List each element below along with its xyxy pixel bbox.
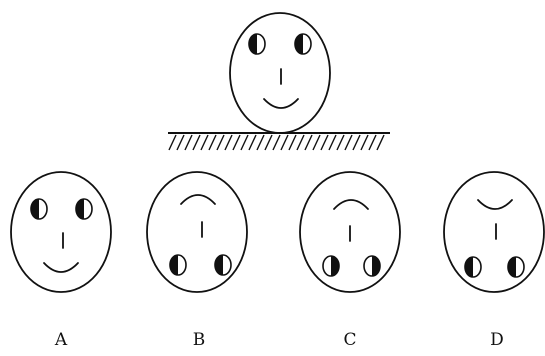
- hatch-mark: [256, 134, 265, 151]
- hatch-mark: [376, 134, 385, 151]
- option-a-outline: [10, 171, 112, 293]
- option-a-left-eye: [30, 198, 48, 220]
- option-c-face[interactable]: [299, 171, 401, 293]
- hatch-mark: [224, 134, 233, 151]
- hatch-mark: [352, 134, 361, 151]
- hatch-mark: [176, 134, 185, 151]
- hatch-mark: [184, 134, 193, 151]
- reference-face-outline: [229, 12, 331, 134]
- reference-mouth: [263, 98, 299, 109]
- ground-hatching: [168, 134, 385, 151]
- option-a-label: A: [54, 330, 68, 350]
- hatch-mark: [208, 134, 217, 151]
- option-d-outline: [443, 171, 545, 293]
- option-b-mouth: [180, 194, 216, 205]
- ground-surface: [168, 132, 390, 151]
- option-a-face[interactable]: [10, 171, 112, 293]
- hatch-mark: [320, 134, 329, 151]
- option-b-right-eye: [214, 254, 232, 276]
- hatch-mark: [280, 134, 289, 151]
- hatch-mark: [288, 134, 297, 151]
- option-d-right-eye: [507, 256, 525, 278]
- hatch-mark: [168, 134, 177, 151]
- hatch-mark: [368, 134, 377, 151]
- hatch-mark: [296, 134, 305, 151]
- reference-face: [229, 12, 331, 134]
- option-d-mouth: [477, 199, 513, 210]
- option-c-label: C: [343, 330, 356, 350]
- hatch-mark: [344, 134, 353, 151]
- hatch-mark: [272, 134, 281, 151]
- hatch-mark: [240, 134, 249, 151]
- hatch-mark: [248, 134, 257, 151]
- hatch-mark: [336, 134, 345, 151]
- option-c-right-eye: [363, 255, 381, 277]
- hatch-mark: [200, 134, 209, 151]
- option-b-label: B: [193, 330, 206, 350]
- hatch-mark: [312, 134, 321, 151]
- hatch-mark: [216, 134, 225, 151]
- option-a-right-eye: [75, 198, 93, 220]
- option-c-mouth: [333, 199, 369, 210]
- hatch-mark: [304, 134, 313, 151]
- hatch-mark: [360, 134, 369, 151]
- hatch-mark: [264, 134, 273, 151]
- option-b-face[interactable]: [146, 171, 248, 293]
- reference-left-eye: [248, 33, 266, 55]
- option-b-outline: [146, 171, 248, 293]
- option-d-left-eye: [464, 256, 482, 278]
- option-d-face[interactable]: [443, 171, 545, 293]
- reference-right-eye: [294, 33, 312, 55]
- option-c-left-eye: [322, 255, 340, 277]
- option-c-outline: [299, 171, 401, 293]
- hatch-mark: [192, 134, 201, 151]
- option-d-label: D: [490, 330, 504, 350]
- hatch-mark: [232, 134, 241, 151]
- option-b-left-eye: [169, 254, 187, 276]
- option-a-mouth: [43, 262, 79, 273]
- hatch-mark: [328, 134, 337, 151]
